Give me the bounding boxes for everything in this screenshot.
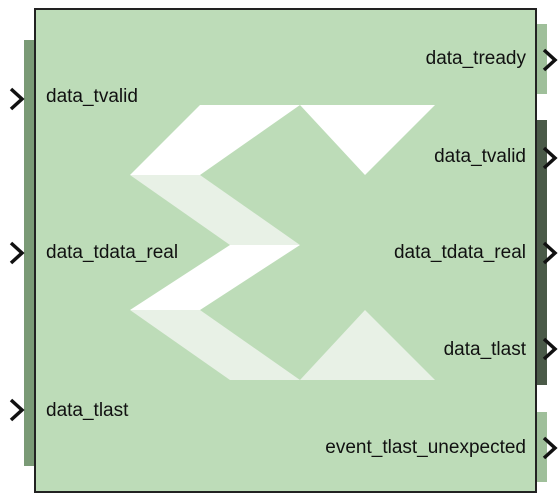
output-port-label-tdata-real: data_tdata_real xyxy=(393,242,526,263)
input-port-label-tvalid: data_tvalid xyxy=(46,86,138,107)
output-port-bar-top xyxy=(537,24,547,94)
output-port-label-event-tlast-unexpected: event_tlast_unexpected xyxy=(325,437,526,458)
output-chevron-icon xyxy=(542,436,558,460)
output-chevron-icon xyxy=(542,48,558,72)
output-chevron-icon xyxy=(542,337,558,361)
input-chevron-icon xyxy=(9,398,25,422)
input-chevron-icon xyxy=(9,87,25,111)
output-chevron-icon xyxy=(542,241,558,265)
input-port-label-tlast: data_tlast xyxy=(46,400,129,421)
dsp-block[interactable] xyxy=(34,8,537,493)
output-port-label-tvalid: data_tvalid xyxy=(434,146,526,167)
output-port-label-tready: data_tready xyxy=(425,48,526,69)
output-port-label-tlast: data_tlast xyxy=(443,339,526,360)
output-port-bar-bottom xyxy=(537,412,547,482)
output-port-bar-main xyxy=(537,120,547,385)
output-chevron-icon xyxy=(542,146,558,170)
input-chevron-icon xyxy=(9,241,25,265)
input-port-label-tdata-real: data_tdata_real xyxy=(46,242,179,263)
input-port-bar xyxy=(24,40,34,466)
xilinx-logo-icon xyxy=(130,105,435,380)
